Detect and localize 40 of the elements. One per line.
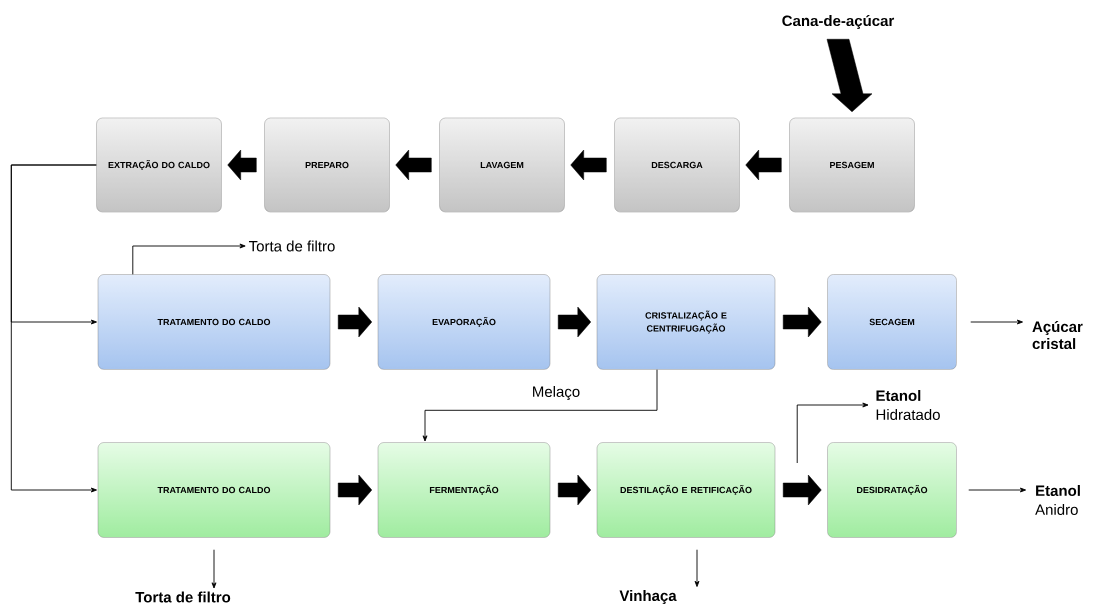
- arrow: [10, 164, 97, 493]
- block-arrow: [227, 149, 257, 181]
- output-label: Etanol Hidratado: [876, 390, 940, 420]
- output-label: Etanol Anidro: [1035, 485, 1080, 515]
- arrow: [211, 549, 217, 589]
- block-arrow: [570, 149, 607, 181]
- block-arrow: [745, 149, 782, 181]
- process-box: PREPARO: [264, 117, 390, 213]
- output-label: Vinhaça: [619, 590, 677, 604]
- output-label: Torta de filtro: [135, 591, 231, 603]
- process-box: CRISTALIZAÇÃO E CENTRIFUGAÇÃO: [596, 274, 776, 370]
- block-arrow: [337, 474, 373, 506]
- block-arrow: [395, 149, 432, 181]
- output-label: Cana-de-açúcar: [782, 14, 895, 30]
- process-box: DESCARGA: [614, 117, 740, 213]
- output-label: Açúcar cristal: [1032, 320, 1083, 350]
- process-box: DESIDRATAÇÃO: [827, 442, 957, 538]
- arrow: [968, 487, 1027, 493]
- process-box: LAVAGEM: [439, 117, 565, 213]
- block-arrow: [337, 306, 373, 338]
- arrow: [694, 549, 700, 587]
- output-label: Torta de filtro: [249, 240, 335, 252]
- arrow: [132, 243, 246, 275]
- process-box: EVAPORAÇÃO: [377, 274, 551, 370]
- process-box: TRATAMENTO DO CALDO: [97, 274, 331, 370]
- block-arrow: [826, 39, 873, 113]
- block-arrow: [557, 306, 592, 338]
- process-box: TRATAMENTO DO CALDO: [97, 442, 331, 538]
- process-box: SECAGEM: [827, 274, 957, 370]
- block-arrow: [557, 474, 592, 506]
- process-box: PESAGEM: [789, 117, 915, 213]
- process-box: EXTRAÇÃO DO CALDO: [96, 117, 222, 213]
- edge-label: Melaço: [530, 385, 582, 402]
- block-arrow: [782, 474, 822, 506]
- arrow: [422, 369, 658, 442]
- process-box: DESTILAÇÃO E RETIFICAÇÃO: [596, 442, 776, 538]
- block-arrow: [782, 306, 822, 338]
- arrow: [970, 319, 1023, 325]
- process-box: FERMENTAÇÃO: [377, 442, 551, 538]
- arrow: [796, 402, 869, 464]
